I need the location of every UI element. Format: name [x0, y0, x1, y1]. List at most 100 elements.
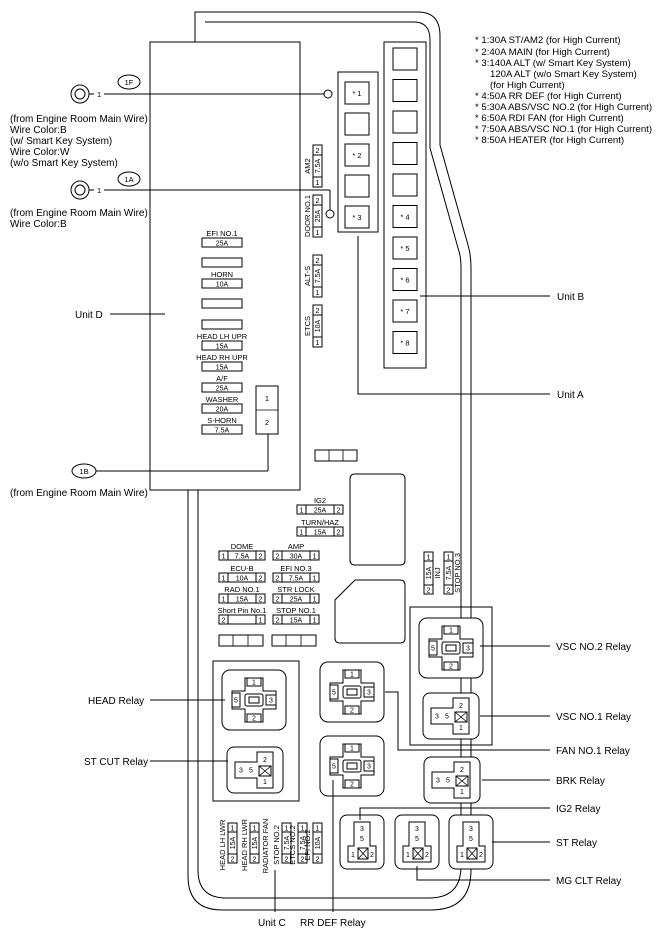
relay-pin: 1: [350, 746, 354, 753]
unit-d-fuse-amp: 20A: [216, 407, 229, 414]
unit-d-region: [149, 41, 301, 491]
terminal-1a-id: 1A: [124, 175, 133, 184]
fuse-amp: 25A: [314, 508, 327, 515]
head-relay-label: HEAD Relay: [88, 696, 144, 707]
terminal-1f-id: 1F: [125, 78, 134, 87]
terminal-1a-desc-0: (from Engine Room Main Wire): [10, 208, 148, 219]
unit-d-label: Unit D: [75, 310, 103, 321]
fuse-pin: [255, 550, 266, 561]
note-4: * 4:50A RR DEF (for High Current): [475, 91, 622, 102]
spare-blocks-row: [218, 634, 317, 647]
fuse-amp: 10A: [236, 576, 249, 583]
relay-pin: 2: [460, 767, 464, 774]
fuse-amp: 15A: [426, 566, 433, 579]
fuse-name: ALT-S: [303, 266, 312, 286]
fuse-pin-label: 2: [316, 148, 320, 155]
fuse-pin-label: 1: [316, 826, 320, 833]
unit-d-fuse-name: HEAD LH UPR: [197, 332, 248, 341]
fuse-amp: 30A: [290, 554, 303, 561]
relay-pin: 3: [436, 778, 440, 785]
unit-d-fuse-name: HORN: [211, 270, 233, 279]
fuse-pin-label: 1: [316, 290, 320, 297]
fuse-pin-label: 1: [316, 180, 320, 187]
head-relay-region: [212, 660, 300, 802]
fuse-name: EFI NO.3: [280, 564, 311, 573]
fuse-pin: [309, 593, 320, 604]
relay-pin: 5: [249, 768, 253, 775]
unit-b-slot-label: * 6: [400, 276, 409, 285]
relay-pin: 2: [350, 782, 354, 789]
relay-pin: 1: [406, 852, 410, 859]
relay-pin: 2: [479, 852, 483, 859]
relay-pin: 5: [234, 698, 238, 705]
fuse-slot: [201, 340, 243, 351]
fuse-name: AM2: [303, 158, 312, 173]
unit-a-slot-label: * 3: [352, 213, 361, 222]
relay-pin: 2: [252, 716, 256, 723]
unit-d-fuse-amp: 7.5A: [215, 428, 230, 435]
fuse-amp: 25A: [290, 597, 303, 604]
unit-b-slot: [392, 331, 418, 354]
unit-a-slot: [344, 81, 370, 105]
fuse-slot: [201, 361, 243, 372]
socket-lower: [334, 579, 406, 644]
unit-a-slot: [344, 174, 370, 198]
fuse-pin-label: 2: [337, 508, 341, 515]
fuse-slot: [201, 278, 243, 289]
notes-legend: * 1:30A ST/AM2 (for High Current) * 2:40…: [475, 35, 652, 146]
fuse-pin: [312, 286, 323, 298]
fuse-pin: [443, 584, 454, 595]
fuse-pin: [255, 593, 266, 604]
relay-pin: 3: [435, 714, 439, 721]
terminal-1f-desc-3: Wire Color:W: [10, 147, 70, 158]
fuse-pin: [255, 572, 266, 583]
unit-a-slots: * 1* 2* 3: [344, 81, 370, 229]
note-8: * 8:50A HEATER (for High Current): [475, 135, 624, 146]
relay-pin: 1: [460, 789, 464, 796]
ig2-relay-label: IG2 Relay: [556, 804, 600, 815]
connector-pin-2: 2: [265, 418, 269, 427]
fuse-name: STOP NO.3: [453, 553, 462, 593]
unit-b-slot: [392, 142, 418, 165]
relay-pin: 1: [252, 680, 256, 687]
fuse-slot: [201, 382, 243, 393]
fan1-relay-label: FAN NO.1 Relay: [556, 746, 630, 757]
unit-d-fuse-name: A/F: [216, 374, 228, 383]
fuse-pin-label: 2: [427, 588, 431, 595]
fuse-name: RADIATOR FAN: [261, 819, 270, 874]
terminal-1b-desc-0: (from Engine Room Main Wire): [10, 488, 148, 499]
unit-d-fuse-name: WASHER: [206, 395, 239, 404]
fuse-pin: [309, 550, 320, 561]
fuse-amp: 10A: [315, 836, 322, 849]
unit-d-fuse-amp: 25A: [216, 386, 229, 393]
fuse-pin-label: 1: [222, 576, 226, 583]
fuse-pin: [423, 584, 434, 595]
relay-pin: 3: [360, 826, 364, 833]
fuse-pin-label: 2: [316, 198, 320, 205]
fuse-amp: 15A: [236, 597, 249, 604]
unit-a-slot-label: * 1: [352, 89, 361, 98]
fuse-name: ETCS: [303, 316, 312, 336]
relay-pin: 3: [367, 764, 371, 771]
fuse-pin: [312, 226, 323, 238]
fuse-name: AMP: [288, 542, 304, 551]
unit-b-slot: [392, 268, 418, 291]
fuse-pin-label: 2: [301, 857, 305, 864]
fuse-pin-label: 1: [301, 826, 305, 833]
fuse-name: ECU-B: [230, 564, 253, 573]
unit-d-connector: 1 2: [255, 385, 279, 435]
unit-b-slot: [392, 299, 418, 323]
fuse-pin-label: 1: [313, 554, 317, 561]
relay-pin: 1: [351, 852, 355, 859]
unit-a-region: [337, 71, 379, 233]
fuse-pin: [333, 526, 344, 537]
relay-pin: 5: [332, 764, 336, 771]
relay-pin: 3: [466, 646, 470, 653]
fuse-pin-label: 2: [316, 258, 320, 265]
unit-d-fuse-name: EFI NO.1: [206, 229, 237, 238]
vsc2-relay-label: VSC NO.2 Relay: [556, 642, 631, 653]
relay-pin: 1: [449, 628, 453, 635]
terminal-1f-pin: 1: [97, 90, 101, 99]
